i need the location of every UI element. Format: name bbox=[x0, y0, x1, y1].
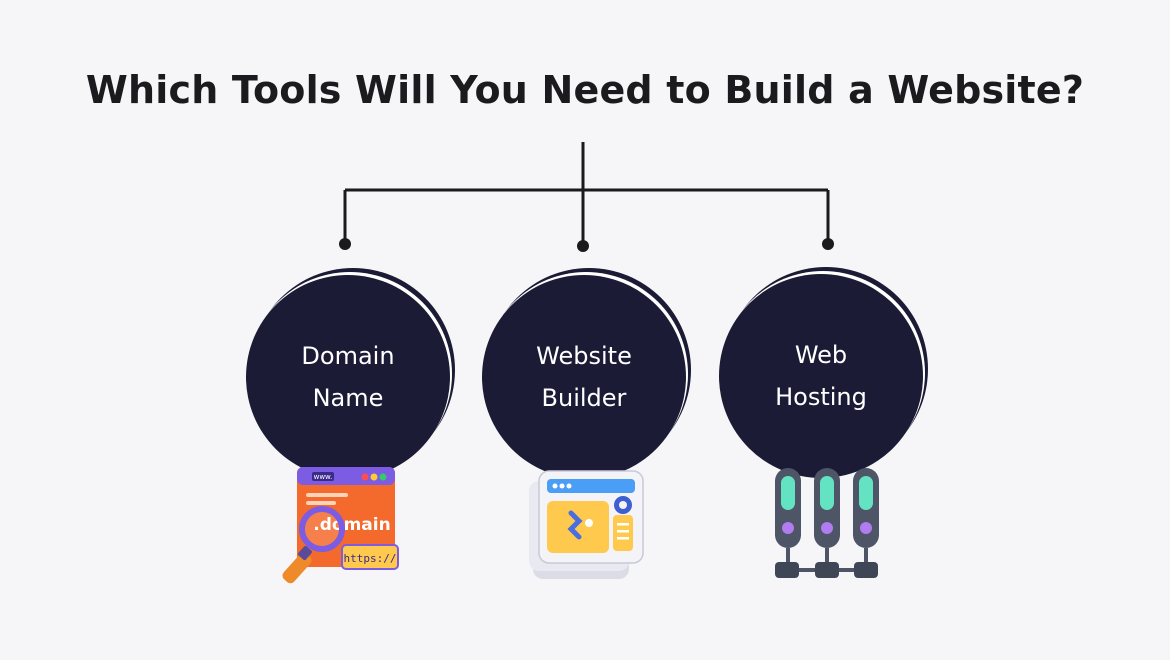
website-builder-icon bbox=[529, 470, 644, 579]
domain-www-text: www. bbox=[314, 473, 333, 481]
node-domain-name: Domain Name bbox=[246, 275, 450, 479]
page-title: Which Tools Will You Need to Build a Web… bbox=[85, 68, 1085, 112]
connector-dot-right bbox=[822, 238, 834, 250]
domain-search-icon: www. .domain https:// bbox=[282, 467, 399, 584]
server-hosting-icon bbox=[775, 468, 879, 578]
node-web-hosting-label: Web Hosting bbox=[775, 341, 867, 411]
connector-dot-center bbox=[577, 240, 589, 252]
node-website-builder: Website Builder bbox=[482, 275, 686, 479]
node-domain-name-label: Domain Name bbox=[301, 342, 395, 412]
domain-https-text: https:// bbox=[344, 552, 397, 565]
node-web-hosting: Web Hosting bbox=[719, 274, 923, 478]
node-website-builder-label: Website Builder bbox=[536, 342, 632, 412]
domain-text: .domain bbox=[313, 515, 390, 535]
connector-dot-left bbox=[339, 238, 351, 250]
